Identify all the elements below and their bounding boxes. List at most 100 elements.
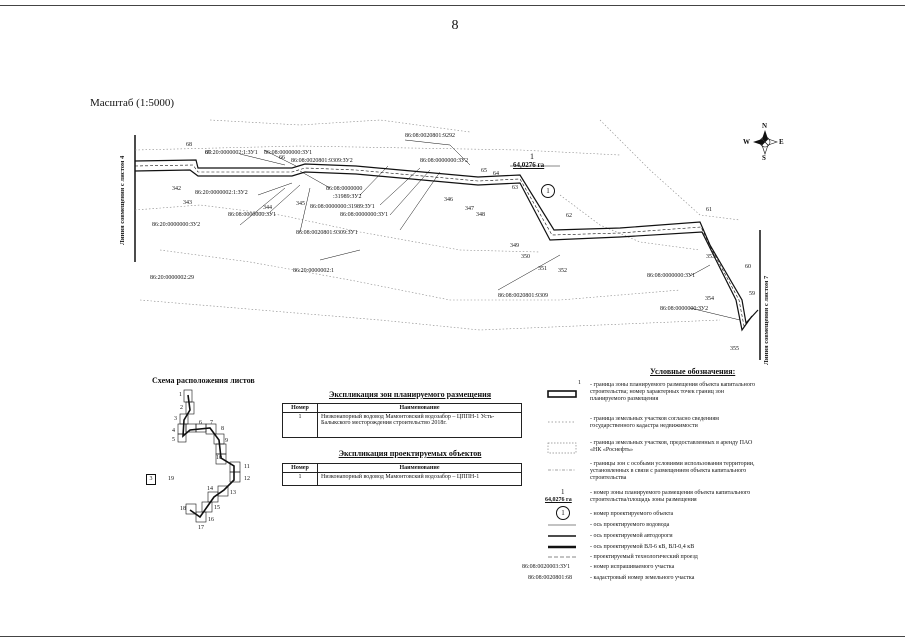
legend-symbols xyxy=(547,390,577,558)
point-353: 353 xyxy=(706,254,715,260)
parcel-label: 86:08:0020801:9309:ЗУ1 xyxy=(296,230,358,236)
parcel-boundaries xyxy=(134,119,741,331)
parcel-label: 86:20:0000002:1:ЗУ1 xyxy=(205,150,258,156)
zones-table: Номер Наименование 1 Низконапорный водов… xyxy=(282,403,522,438)
schema-sheet-num: 10 xyxy=(216,455,222,461)
zone-boundary xyxy=(134,159,759,332)
schema-sheet-num: 16 xyxy=(208,517,214,523)
parcel-label: 86:20:0000002:1:ЗУ2 xyxy=(195,190,248,196)
parcel-label: 86:20:0000000:ЗУ2 xyxy=(152,222,201,228)
parcel-label: 86:08:0000000:31989:ЗУ1 xyxy=(310,204,375,210)
legend-sample-parcel-cad: 86:08:0020801:68 xyxy=(528,575,573,581)
compass-s: S xyxy=(762,154,766,162)
schema-sheet-num: 18 xyxy=(180,506,186,512)
parcel-label: 86:08:0000000:ЗУ2 xyxy=(660,306,709,312)
point-62: 62 xyxy=(566,213,572,219)
parcel-label: 86:20:0000002:1 xyxy=(293,268,335,274)
legend-zone-point: 1 xyxy=(578,380,581,386)
zones-col-name: Наименование xyxy=(317,403,522,413)
zones-col-number: Номер xyxy=(282,403,318,413)
schema-title: Схема расположения листов xyxy=(152,376,255,385)
parcel-label: 86:08:0000000:ЗУ1 xyxy=(228,212,277,218)
schema-sheet-num: 11 xyxy=(244,464,250,470)
objects-table-title: Экспликация проектируемых объектов xyxy=(338,449,482,458)
compass-w: W xyxy=(743,138,750,146)
scale-label: Масштаб (1:5000) xyxy=(90,97,175,109)
schema-sheet-num: 5 xyxy=(172,437,175,443)
schema-sheet-num: 17 xyxy=(198,525,204,531)
point-348: 348 xyxy=(476,212,485,218)
schema-box: 3 xyxy=(146,474,156,485)
parcel-label: 86:20:0000002:29 xyxy=(150,275,195,281)
objects-cell-name: Низконапорный водовод Мамонтовский водоз… xyxy=(317,472,522,486)
table-row: 1 Низконапорный водовод Мамонтовский вод… xyxy=(282,472,522,486)
table-row: 1 Низконапорный водовод Мамонтовский вод… xyxy=(282,412,522,438)
schema-sheet-num: 12 xyxy=(244,476,250,482)
point-354: 354 xyxy=(705,296,714,302)
schema-sheet-num: 13 xyxy=(230,490,236,496)
left-join-label: Линия совмещения с листом 4 xyxy=(119,155,126,245)
schema-sheet-num: 1 xyxy=(179,392,182,398)
zone-number: 1 xyxy=(530,152,534,161)
point-345: 345 xyxy=(296,201,305,207)
zones-cell-name: Низконапорный водовод Мамонтовский водоз… xyxy=(317,412,522,438)
point-355: 355 xyxy=(730,346,739,352)
schema-sheet-num: 6 xyxy=(199,420,202,426)
point-350: 350 xyxy=(521,254,530,260)
right-join-label: Линия совмещения с листом 7 xyxy=(763,275,770,365)
schema-route xyxy=(182,394,235,519)
point-344: 344 xyxy=(263,205,272,211)
point-63: 63 xyxy=(512,185,518,191)
parcel-label: 86:08:0020801:9309:ЗУ2 xyxy=(291,158,353,164)
point-347: 347 xyxy=(465,206,474,212)
page-number: 8 xyxy=(451,18,459,33)
legend-sample-zone-num: 1 xyxy=(561,488,565,496)
point-68: 68 xyxy=(186,142,192,148)
point-351: 351 xyxy=(538,266,547,272)
objects-table: Номер Наименование 1 Низконапорный водов… xyxy=(282,463,522,486)
schema-sheet-num: 3 xyxy=(174,416,177,422)
parcel-label: :31989:ЗУ2 xyxy=(333,194,362,200)
schema-sheet-num: 4 xyxy=(172,428,175,434)
point-352: 352 xyxy=(558,268,567,274)
point-349: 349 xyxy=(510,243,519,249)
point-60: 60 xyxy=(745,264,751,270)
legend-sample-zone-area: 64,0276 га xyxy=(545,497,572,503)
object-number-circle: 1 xyxy=(541,184,555,198)
legend-title: Условные обозначения: xyxy=(650,367,736,376)
legend-object-circle: 1 xyxy=(556,506,570,520)
compass-rose xyxy=(753,130,778,155)
schema-sheet-num: 14 xyxy=(207,486,213,492)
page-top-border xyxy=(0,5,905,6)
point-64: 64 xyxy=(493,171,499,177)
parcel-label: 86:08:0020801:9309 xyxy=(498,293,549,299)
zones-table-title: Экспликация зон планируемого размещения xyxy=(328,390,492,399)
point-67: 67 xyxy=(205,150,211,156)
zones-cell-number: 1 xyxy=(282,412,318,438)
schema-sheet-num: 7 xyxy=(210,420,213,426)
objects-col-name: Наименование xyxy=(317,463,522,473)
schema-sheet-num: 15 xyxy=(214,505,220,511)
point-61: 61 xyxy=(706,207,712,213)
page-bottom-border xyxy=(0,636,905,637)
point-65: 65 xyxy=(481,168,487,174)
compass-e: E xyxy=(779,138,784,146)
parcel-label: 86:08:0000000:ЗУ1 xyxy=(340,212,389,218)
schema-sheet-num: 2 xyxy=(180,405,183,411)
objects-cell-number: 1 xyxy=(282,472,318,486)
parcel-label: 86:08:0020801:9292 xyxy=(405,133,456,139)
parcel-label: 86:08:0000000:ЗУ1 xyxy=(264,150,313,156)
compass-n: N xyxy=(762,122,768,130)
parcel-label: 86:08:0000000:ЗУ2 xyxy=(420,158,469,164)
point-59: 59 xyxy=(749,291,755,297)
point-346: 346 xyxy=(444,197,453,203)
schema-sheet-num: 9 xyxy=(225,438,228,444)
objects-col-number: Номер xyxy=(282,463,318,473)
point-66: 66 xyxy=(279,155,285,161)
leader-lines xyxy=(239,139,741,321)
point-343: 343 xyxy=(183,200,192,206)
zone-area: 64,0276 га xyxy=(513,161,545,169)
schema-sheet-num: 8 xyxy=(221,426,224,432)
parcel-label: 86:08:0000000 xyxy=(326,186,363,192)
